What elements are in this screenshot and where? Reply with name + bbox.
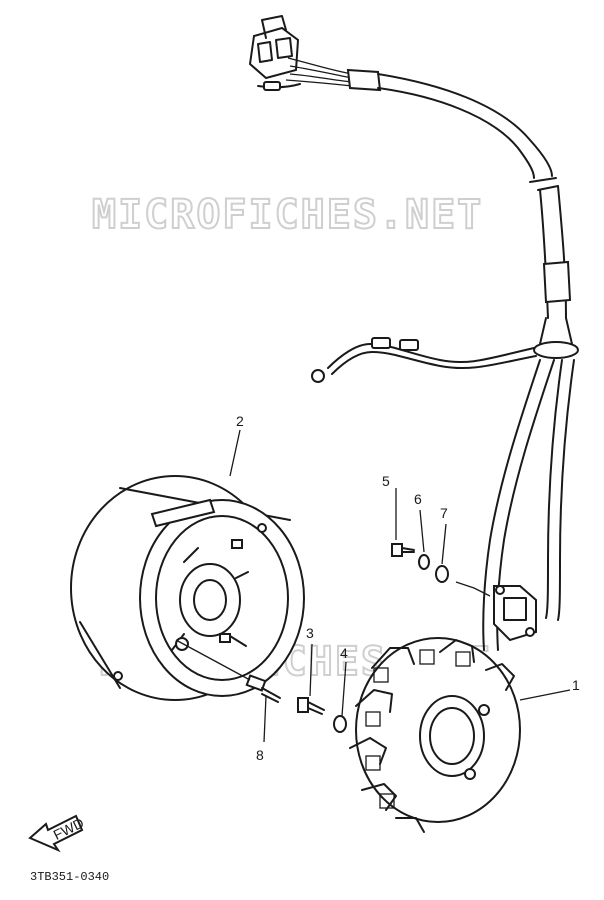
callout-3: 3 — [306, 625, 314, 641]
callout-4: 4 — [340, 645, 348, 661]
callout-6: 6 — [414, 491, 422, 507]
washer-4 — [333, 715, 347, 733]
callout-1: 1 — [572, 677, 580, 693]
nut-7 — [435, 565, 449, 583]
fwd-arrow-icon: FWD — [28, 815, 87, 853]
stator — [349, 637, 521, 833]
flywheel-rotor — [70, 475, 305, 701]
screw-3 — [297, 697, 325, 715]
callout-2: 2 — [236, 413, 244, 429]
bolt-8 — [245, 674, 281, 703]
watermark-top: MICROFICHES.NET — [92, 192, 483, 238]
bolt-5 — [391, 543, 415, 557]
washer-6 — [418, 554, 430, 570]
harness-connector — [248, 15, 300, 80]
wire-harness — [248, 15, 579, 651]
callout-7: 7 — [440, 505, 448, 521]
callout-5: 5 — [382, 473, 390, 489]
callout-8: 8 — [256, 747, 264, 763]
pickup-coil — [493, 585, 537, 642]
fwd-label: FWD — [51, 815, 87, 843]
leader-lines — [175, 429, 571, 743]
diagram-code: 3TB351-0340 — [30, 870, 109, 884]
